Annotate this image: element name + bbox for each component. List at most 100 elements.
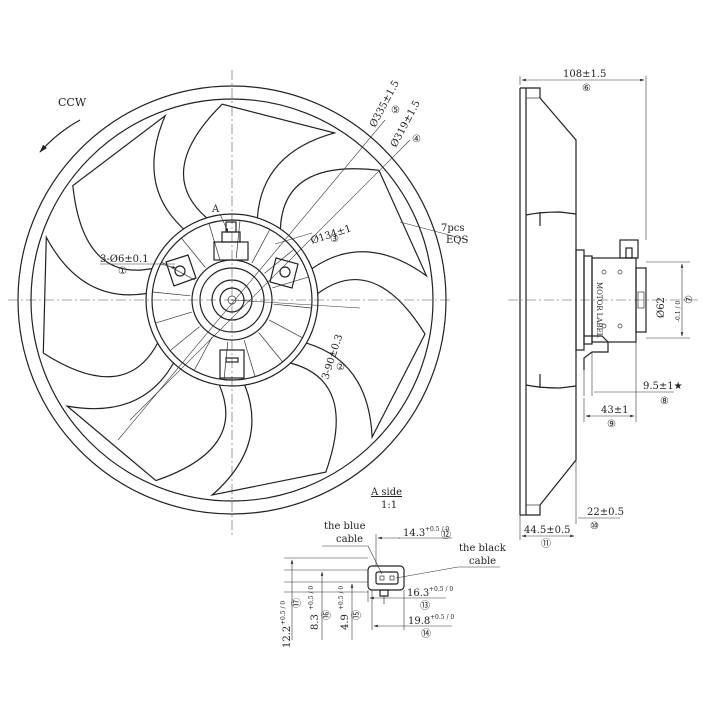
svg-text:-0.1 / 0: -0.1 / 0 <box>675 301 682 322</box>
dim-d8-3: 8.3 +0.5 / 0 ⑯ <box>308 586 333 630</box>
dim-holes90: 3-90±0.3 ② <box>231 299 361 381</box>
outer-ring <box>17 85 447 515</box>
hub-outer <box>145 213 319 387</box>
dim-d9-5: 9.5±1★ ⑧ <box>583 352 683 407</box>
motor-label: MOTOR LABEL <box>595 282 603 338</box>
dim-holes6: 3-Ø6±0.1 ① <box>100 254 177 277</box>
dim-d108: 108±1.5 ⑥ <box>519 69 647 240</box>
view-scale: 1:1 <box>381 500 397 511</box>
blue-cable-label: the blue cable <box>322 521 383 575</box>
svg-text:19.8: 19.8 <box>408 616 430 627</box>
inner-ring <box>30 98 434 502</box>
hub-spoke <box>193 336 213 371</box>
hub-spoke <box>181 237 206 268</box>
svg-text:43±1: 43±1 <box>601 405 628 416</box>
svg-text:⑥: ⑥ <box>582 83 591 94</box>
fan-blade <box>279 168 428 278</box>
hub-spoke <box>273 303 312 309</box>
svg-text:8.3: 8.3 <box>310 614 321 630</box>
svg-text:+0.5 / 0: +0.5 / 0 <box>308 586 315 610</box>
svg-text:⑦: ⑦ <box>684 295 695 304</box>
motor-boss <box>211 279 253 321</box>
hub-spoke <box>155 311 192 324</box>
svg-text:①: ① <box>118 266 127 277</box>
svg-text:4.9: 4.9 <box>340 614 351 630</box>
hub-spoke <box>235 220 241 259</box>
fan-blade <box>210 362 337 497</box>
svg-text:9.5±1★: 9.5±1★ <box>643 381 683 392</box>
mount-lug-bottom <box>219 349 245 379</box>
motor-shaft <box>219 287 245 313</box>
svg-text:3-Ø6±0.1: 3-Ø6±0.1 <box>100 254 149 265</box>
hub-spoke <box>258 332 283 363</box>
dim-d19-8: 19.8 +0.5 / 0 ⑭ <box>371 590 454 640</box>
connector-top <box>213 221 249 261</box>
side-view: MOTOR LABEL Ø62 -0.1 / 0 ⑦ 108±1.5 ⑥ <box>508 69 700 550</box>
svg-text:3-90±0.3: 3-90±0.3 <box>320 333 345 381</box>
svg-text:cable: cable <box>469 556 496 567</box>
motor-cover <box>199 267 265 333</box>
svg-text:22±0.5: 22±0.5 <box>587 507 624 518</box>
black-cable-label: the black cable <box>395 543 507 579</box>
svg-text:④: ④ <box>412 134 421 145</box>
svg-text:+0.5 / 0: +0.5 / 0 <box>429 586 453 593</box>
dim-d22: 22±0.5 ⑩ <box>575 460 624 532</box>
svg-text:⑫: ⑫ <box>441 529 451 541</box>
hub-spoke <box>251 229 271 264</box>
hub-spoke <box>152 291 191 297</box>
svg-text:②: ② <box>336 362 345 373</box>
svg-text:14.3: 14.3 <box>403 528 425 539</box>
svg-text:the black: the black <box>459 543 507 554</box>
svg-text:+0.5 / 0: +0.5 / 0 <box>425 526 449 533</box>
hub-spoke <box>264 249 295 274</box>
fan-blade <box>42 235 159 378</box>
fan-blade <box>72 113 185 271</box>
dim-d4-9: 4.9 +0.5 / 0 ⑮ <box>338 586 363 630</box>
section-marker: A <box>211 204 220 215</box>
svg-text:12.2: 12.2 <box>282 626 293 648</box>
svg-text:+0.5 / 0: +0.5 / 0 <box>280 601 287 625</box>
svg-text:⑬: ⑬ <box>420 600 430 612</box>
svg-text:Ø62: Ø62 <box>656 297 667 318</box>
front-view: CCW A Ø335±1.5 ⑤ Ø319±1.5 ④ Ø134±1 ③ 3-Ø… <box>8 70 468 535</box>
svg-text:7pcs: 7pcs <box>441 223 465 234</box>
dim-d14-3: 14.3 +0.5 / 0 ⑫ <box>375 526 452 566</box>
svg-text:⑤: ⑤ <box>391 105 400 116</box>
svg-text:44.5±0.5: 44.5±0.5 <box>524 525 571 536</box>
dim-d335: Ø335±1.5 ⑤ <box>368 79 402 130</box>
dim-d44-5: 44.5±0.5 ⑪ <box>519 515 575 550</box>
connector-view: A side 1:1 the blue cable the black cabl… <box>280 487 507 648</box>
view-title: A side <box>370 487 402 498</box>
mount-bracket <box>583 335 609 370</box>
fan-blade <box>306 279 426 440</box>
hub-spokes <box>152 220 312 380</box>
svg-text:③: ③ <box>330 234 339 245</box>
hub-spoke <box>243 340 256 377</box>
dim-d134: Ø134±1 ③ <box>310 223 353 246</box>
svg-text:cable: cable <box>336 534 363 545</box>
svg-text:⑧: ⑧ <box>660 396 669 407</box>
mount-lug-right <box>269 257 299 289</box>
mount-lug-left <box>165 254 197 287</box>
rotation-arrow <box>39 119 81 153</box>
hub-spoke <box>272 276 309 289</box>
svg-text:⑰: ⑰ <box>291 598 303 608</box>
dim-d12-2: 12.2 +0.5 / 0 ⑰ <box>280 598 303 648</box>
svg-text:EQS: EQS <box>446 235 468 246</box>
svg-text:+0.5 / 0: +0.5 / 0 <box>430 614 454 621</box>
svg-text:⑮: ⑮ <box>351 610 363 620</box>
fan-blades <box>42 103 428 497</box>
shroud-flange <box>519 87 541 516</box>
svg-text:108±1.5: 108±1.5 <box>563 69 606 80</box>
fan-blade <box>65 362 227 482</box>
svg-text:+0.5 / 0: +0.5 / 0 <box>338 586 345 610</box>
dim-blades: 7pcs EQS <box>399 221 468 246</box>
svg-text:⑩: ⑩ <box>590 521 599 532</box>
rotation-label: CCW <box>58 96 87 109</box>
svg-text:the blue: the blue <box>324 521 366 532</box>
dim-d43: 43±1 ⑨ <box>583 342 637 430</box>
dim-d62: Ø62 -0.1 / 0 ⑦ <box>646 261 695 339</box>
fan-blade <box>182 103 337 219</box>
svg-text:⑭: ⑭ <box>421 628 431 640</box>
